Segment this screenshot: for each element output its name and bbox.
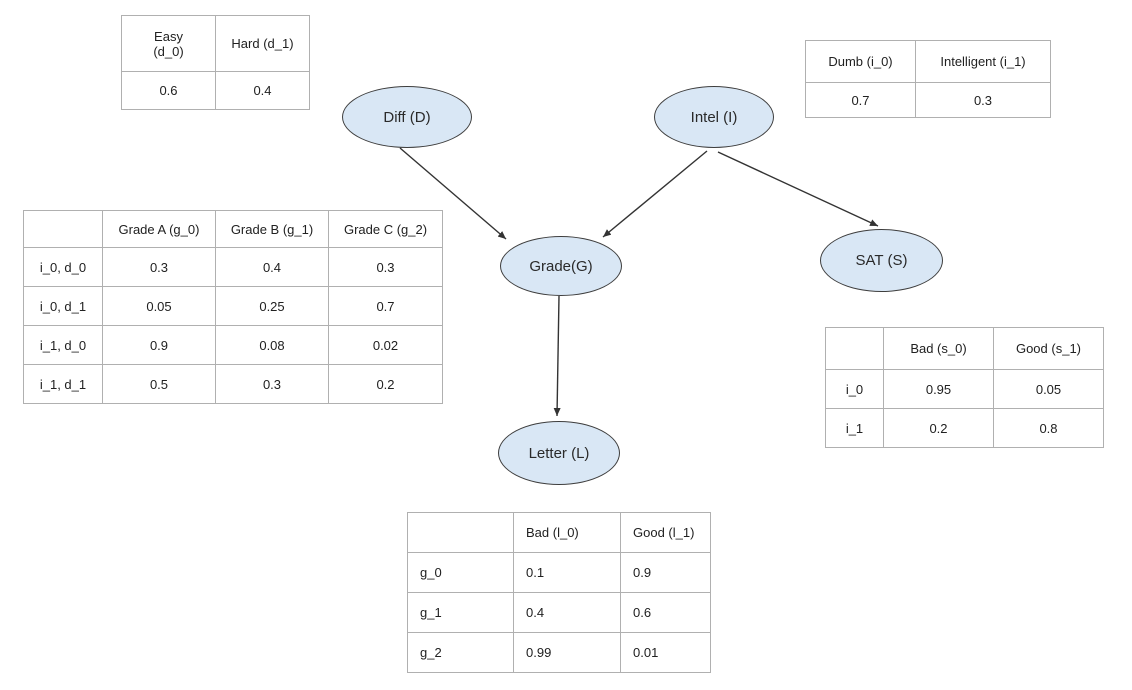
- table-cell: 0.9: [102, 325, 216, 365]
- table-header-cell: Grade B (g_1): [215, 210, 329, 248]
- table-cell: i_0, d_0: [23, 247, 103, 287]
- table-cell: i_1: [825, 408, 884, 448]
- table-cell: i_1, d_1: [23, 364, 103, 404]
- table-header-cell: Hard (d_1): [215, 15, 310, 72]
- table-cell: 0.5: [102, 364, 216, 404]
- node-letter: Letter (L): [498, 421, 620, 485]
- table-cell: 0.1: [513, 552, 621, 593]
- edge-intel-to-grade: [602, 150, 708, 238]
- table-cell: 0.95: [883, 369, 994, 409]
- table-cell: 0.01: [620, 632, 711, 673]
- table-header-cell: Grade C (g_2): [328, 210, 443, 248]
- table-cell: 0.05: [993, 369, 1104, 409]
- node-sat-label: SAT (S): [855, 252, 908, 269]
- table-header-row: Bad (l_0)Good (l_1): [407, 512, 711, 553]
- table-header-row: Bad (s_0)Good (s_1): [825, 327, 1104, 370]
- table-cell: 0.2: [328, 364, 443, 404]
- table-cell: 0.25: [215, 286, 329, 326]
- table-cell: 0.3: [915, 82, 1051, 118]
- table-header-cell: [407, 512, 514, 553]
- table-header-cell: Good (s_1): [993, 327, 1104, 370]
- table-cell: 0.3: [102, 247, 216, 287]
- node-sat: SAT (S): [820, 229, 943, 292]
- table-header-row: Easy (d_0)Hard (d_1): [121, 15, 310, 72]
- table-cell: 0.3: [215, 364, 329, 404]
- table-cell: 0.08: [215, 325, 329, 365]
- table-cell: g_2: [407, 632, 514, 673]
- edge-grade-to-letter: [553, 295, 561, 417]
- table-cell: 0.2: [883, 408, 994, 448]
- table-header-cell: Grade A (g_0): [102, 210, 216, 248]
- table-cell: 0.05: [102, 286, 216, 326]
- table-header-cell: Dumb (i_0): [805, 40, 916, 83]
- table-cell: 0.9: [620, 552, 711, 593]
- table-cell: 0.02: [328, 325, 443, 365]
- node-letter-label: Letter (L): [528, 444, 590, 462]
- table-cell: 0.99: [513, 632, 621, 673]
- table-header-cell: Easy (d_0): [121, 15, 216, 72]
- table-cell: i_1, d_0: [23, 325, 103, 365]
- node-grade: Grade(G): [500, 236, 622, 296]
- table-cell: 0.7: [805, 82, 916, 118]
- table-cell: 0.3: [328, 247, 443, 287]
- table-header-cell: Bad (l_0): [513, 512, 621, 553]
- table-header-cell: Good (l_1): [620, 512, 711, 553]
- table-cell: i_0: [825, 369, 884, 409]
- table-cell: 0.6: [620, 592, 711, 633]
- table-cell: 0.8: [993, 408, 1104, 448]
- table-cell: 0.7: [328, 286, 443, 326]
- table-cell: 0.4: [215, 247, 329, 287]
- table-header-row: Grade A (g_0)Grade B (g_1)Grade C (g_2): [23, 210, 443, 248]
- grade-cpt-table: Grade A (g_0)Grade B (g_1)Grade C (g_2)i…: [23, 210, 443, 404]
- node-diff: Diff (D): [342, 86, 472, 148]
- node-intel-label: Intel (I): [690, 108, 738, 126]
- table-cell: g_1: [407, 592, 514, 633]
- node-grade-label: Grade(G): [529, 257, 593, 275]
- table-cell: 0.4: [215, 71, 310, 110]
- table-header-cell: [825, 327, 884, 370]
- table-header-cell: Bad (s_0): [883, 327, 994, 370]
- edge-intel-to-sat: [717, 151, 879, 227]
- table-header-cell: Intelligent (i_1): [915, 40, 1051, 83]
- table-cell: g_0: [407, 552, 514, 593]
- table-cell: 0.4: [513, 592, 621, 633]
- table-cell: i_0, d_1: [23, 286, 103, 326]
- table-cell: 0.6: [121, 71, 216, 110]
- table-header-row: Dumb (i_0)Intelligent (i_1): [805, 40, 1051, 83]
- table-header-cell: [23, 210, 103, 248]
- node-diff-label: Diff (D): [383, 108, 431, 126]
- node-intel: Intel (I): [654, 86, 774, 148]
